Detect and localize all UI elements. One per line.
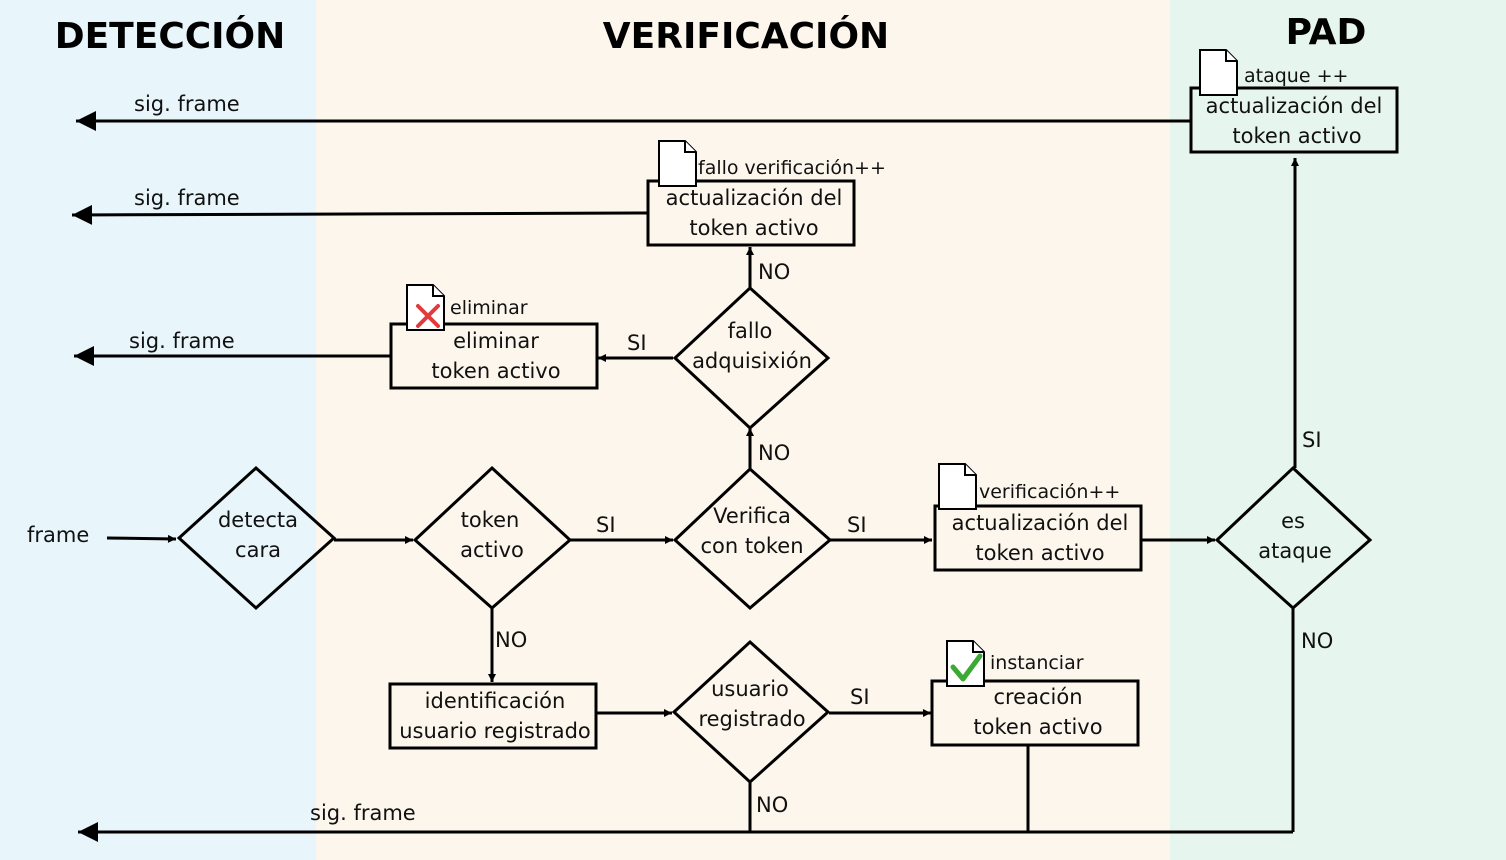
svg-text:usuario: usuario xyxy=(711,677,789,701)
svg-text:adquisixión: adquisixión xyxy=(692,349,812,373)
label-frame: frame xyxy=(27,523,89,547)
process-actualizacion-verificacion: actualización del token activo xyxy=(933,504,1143,572)
svg-text:con token: con token xyxy=(700,534,803,558)
label-sig-frame-1: sig. frame xyxy=(134,92,240,116)
edge-actfallo-sigframe xyxy=(71,204,649,225)
section-pad-bg xyxy=(1170,0,1506,860)
svg-text:usuario registrado: usuario registrado xyxy=(399,719,591,743)
decision-fallo-adquisicion: fallo adquisixión xyxy=(672,285,831,431)
svg-text:fallo: fallo xyxy=(728,319,773,343)
section-pad-title: PAD xyxy=(1286,12,1367,53)
svg-text:actualización del: actualización del xyxy=(666,186,843,210)
svg-text:activo: activo xyxy=(460,538,524,562)
label-si-token: SI xyxy=(596,513,616,537)
process-creacion-token: creación token activo xyxy=(930,679,1140,747)
label-si-usuario: SI xyxy=(850,685,870,709)
svg-text:token activo: token activo xyxy=(1232,124,1361,148)
svg-text:detecta: detecta xyxy=(218,508,298,532)
document-icon xyxy=(658,140,697,187)
svg-text:actualización del: actualización del xyxy=(952,511,1129,535)
label-sig-frame-4: sig. frame xyxy=(310,801,416,825)
connectors xyxy=(71,111,1299,842)
edge-frame-in xyxy=(106,534,177,543)
label-sig-frame-3: sig. frame xyxy=(129,329,235,353)
tag-verificacion: verificación++ xyxy=(979,481,1120,503)
svg-text:cara: cara xyxy=(235,538,281,562)
label-sig-frame-2: sig. frame xyxy=(134,186,240,210)
tag-instanciar: instanciar xyxy=(990,652,1084,674)
process-actualizacion-ataque: actualización del token activo xyxy=(1189,86,1399,154)
decision-detecta-cara: detecta cara xyxy=(176,465,337,611)
svg-text:creación: creación xyxy=(993,685,1082,709)
svg-text:es: es xyxy=(1281,509,1305,533)
tag-eliminar: eliminar xyxy=(450,297,528,319)
decision-token-activo: token activo xyxy=(412,465,573,610)
document-icon xyxy=(1199,49,1238,96)
section-verificacion-title: VERIFICACIÓN xyxy=(603,15,889,57)
label-no-token: NO xyxy=(495,628,527,652)
section-verificacion-bg xyxy=(316,0,1170,860)
label-si-fallo: SI xyxy=(627,331,647,355)
svg-text:identificación: identificación xyxy=(425,689,566,713)
section-deteccion-title: DETECCIÓN xyxy=(55,15,286,57)
document-icon xyxy=(406,284,445,331)
label-si-verifica: SI xyxy=(847,513,867,537)
section-deteccion-bg xyxy=(0,0,316,860)
tag-fallo-verificacion: fallo verificación++ xyxy=(698,157,886,179)
label-no-verifica: NO xyxy=(758,441,790,465)
svg-text:Verifica: Verifica xyxy=(713,504,791,528)
label-no-fallo: NO xyxy=(758,260,790,284)
process-identificacion: identificación usuario registrado xyxy=(388,682,598,750)
svg-text:token activo: token activo xyxy=(431,359,560,383)
process-eliminar-token: eliminar token activo xyxy=(389,322,599,390)
svg-text:ataque: ataque xyxy=(1258,539,1332,563)
decision-es-ataque: es ataque xyxy=(1214,465,1373,611)
decision-verifica-con-token: Verifica con token xyxy=(672,466,833,610)
svg-text:token activo: token activo xyxy=(689,216,818,240)
cross-icon xyxy=(416,304,440,328)
tag-ataque: ataque ++ xyxy=(1244,65,1348,87)
label-no-ataque: NO xyxy=(1301,629,1333,653)
svg-text:registrado: registrado xyxy=(698,707,805,731)
svg-text:token: token xyxy=(461,508,520,532)
svg-text:eliminar: eliminar xyxy=(453,329,539,353)
check-icon xyxy=(950,653,983,682)
label-no-usuario: NO xyxy=(756,793,788,817)
svg-text:token activo: token activo xyxy=(975,541,1104,565)
document-icon xyxy=(938,463,977,510)
process-actualizacion-fallo: actualización del token activo xyxy=(646,179,856,247)
svg-text:actualización del: actualización del xyxy=(1206,94,1383,118)
decision-usuario-registrado: usuario registrado xyxy=(671,639,831,785)
svg-text:token activo: token activo xyxy=(973,715,1102,739)
label-si-ataque: SI xyxy=(1302,428,1322,452)
